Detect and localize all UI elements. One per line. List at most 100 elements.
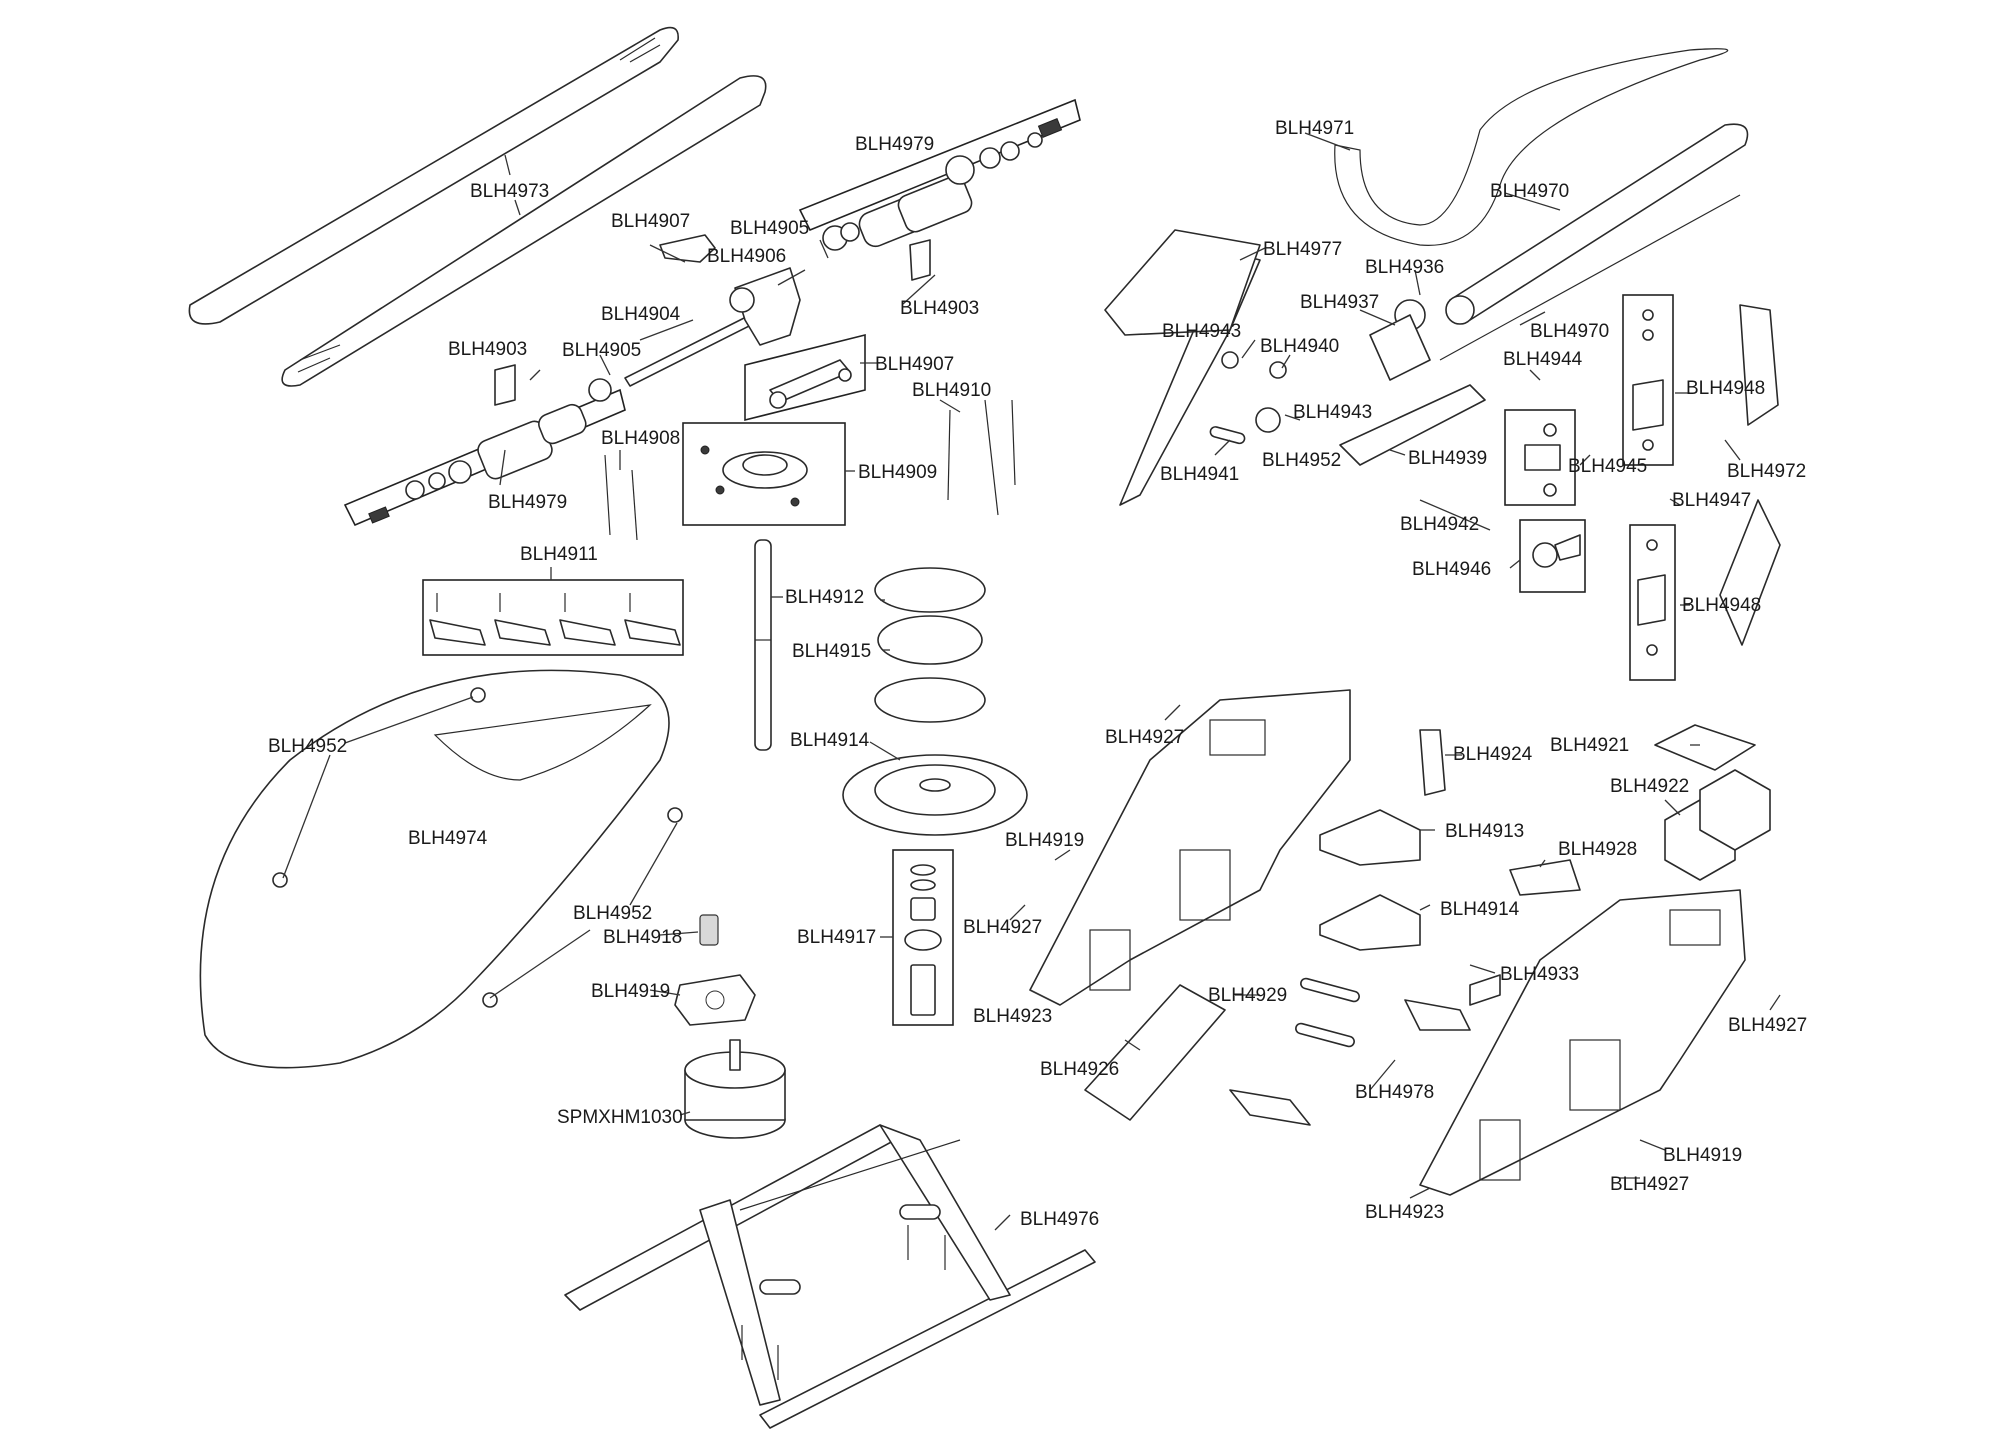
label-blh4952-tail: BLH4952	[1262, 450, 1341, 471]
label-blh4977: BLH4977	[1263, 239, 1342, 260]
label-blh4915: BLH4915	[792, 641, 871, 662]
pinion-gear	[699, 914, 719, 946]
label-blh4971: BLH4971	[1275, 118, 1354, 139]
label-spmxhm1030: SPMXHM1030	[557, 1107, 683, 1128]
frame-brackets	[1319, 729, 1581, 1006]
label-blh4933: BLH4933	[1500, 964, 1579, 985]
one-way-bearing-box	[892, 849, 954, 1026]
label-blh4924: BLH4924	[1453, 744, 1533, 765]
label-blh4936: BLH4936	[1365, 257, 1444, 278]
rotor-grip-assembly-bottom	[343, 378, 626, 527]
label-blh4946: BLH4946	[1412, 559, 1491, 580]
leader-lines	[282, 132, 1781, 1231]
tail-grip-box-top	[1622, 294, 1674, 466]
label-blh4945: BLH4945	[1568, 456, 1647, 477]
tail-boom	[1445, 123, 1749, 325]
tail-pushrod	[1439, 194, 1741, 361]
label-blh4979-top: BLH4979	[855, 134, 934, 155]
label-blh4921: BLH4921	[1550, 735, 1629, 756]
label-blh4972: BLH4972	[1727, 461, 1806, 482]
label-blh4919-motor: BLH4919	[591, 981, 670, 1002]
label-blh4944: BLH4944	[1503, 349, 1583, 370]
main-rotor-blade-lower	[281, 75, 767, 387]
label-blh4948-bottom: BLH4948	[1682, 595, 1761, 616]
label-blh4908: BLH4908	[601, 428, 680, 449]
rotor-head-block	[729, 267, 801, 346]
label-blh4927-a: BLH4927	[1105, 727, 1184, 748]
label-blh4914-bracket: BLH4914	[1440, 899, 1520, 920]
label-blh4947: BLH4947	[1672, 490, 1751, 511]
tail-hub-box	[1504, 409, 1576, 506]
label-blh4919-right: BLH4919	[1663, 1145, 1742, 1166]
label-blh4905-top: BLH4905	[730, 218, 809, 239]
label-blh4919-frame: BLH4919	[1005, 830, 1084, 851]
label-blh4973: BLH4973	[470, 181, 549, 202]
linkage-rods-4910	[947, 399, 1016, 516]
label-blh4923-left: BLH4923	[973, 1006, 1052, 1027]
label-blh4909: BLH4909	[858, 462, 937, 483]
washout-arms	[494, 234, 931, 406]
vertical-fin	[1104, 229, 1261, 506]
label-blh4942: BLH4942	[1400, 514, 1479, 535]
part-labels: BLH4973 BLH4979 BLH4979 BLH4907 BLH4907 …	[268, 118, 1807, 1230]
tail-case-assembly	[1209, 299, 1486, 466]
label-blh4903-left: BLH4903	[448, 339, 527, 360]
label-blh4927-d: BLH4927	[1610, 1174, 1689, 1195]
main-rotor-blade-upper	[188, 26, 679, 325]
label-blh4912: BLH4912	[785, 587, 864, 608]
label-blh4979-bottom: BLH4979	[488, 492, 567, 513]
label-blh4941: BLH4941	[1160, 464, 1239, 485]
label-blh4928: BLH4928	[1558, 839, 1637, 860]
label-blh4952-top: BLH4952	[268, 736, 347, 757]
label-blh4937: BLH4937	[1300, 292, 1379, 313]
swashplate-box	[682, 422, 846, 526]
label-blh4974: BLH4974	[408, 828, 488, 849]
motor	[684, 1039, 786, 1139]
main-shaft	[754, 539, 772, 751]
label-blh4907-mid: BLH4907	[875, 354, 954, 375]
label-blh4952-bottom: BLH4952	[573, 903, 652, 924]
label-blh4914-gear: BLH4914	[790, 730, 870, 751]
label-blh4922: BLH4922	[1610, 776, 1689, 797]
label-blh4918: BLH4918	[603, 927, 682, 948]
label-blh4940: BLH4940	[1260, 336, 1339, 357]
label-blh4939: BLH4939	[1408, 448, 1487, 469]
side-frame-right	[1419, 889, 1746, 1196]
landing-gear	[564, 1124, 1096, 1429]
side-frame-left	[1029, 689, 1351, 1006]
main-gear-assembly	[842, 567, 1028, 836]
canopy	[199, 669, 683, 1069]
label-blh4926: BLH4926	[1040, 1059, 1119, 1080]
label-blh4943-mid: BLH4943	[1293, 402, 1372, 423]
frame-spacers	[1229, 977, 1471, 1126]
label-blh4927-c: BLH4927	[1728, 1015, 1807, 1036]
tail-grip-box-bottom	[1629, 524, 1676, 681]
label-blh4910: BLH4910	[912, 380, 991, 401]
tail-blades	[1719, 304, 1781, 646]
label-blh4911: BLH4911	[520, 544, 598, 565]
label-blh4913: BLH4913	[1445, 821, 1524, 842]
main-frame-plate	[1654, 724, 1771, 881]
label-blh4906: BLH4906	[707, 246, 786, 267]
label-blh4948-top: BLH4948	[1686, 378, 1765, 399]
battery-tray	[1084, 984, 1226, 1121]
label-blh4903-top: BLH4903	[900, 298, 979, 319]
label-blh4923-right: BLH4923	[1365, 1202, 1444, 1223]
linkage-rods-4908	[604, 454, 638, 541]
label-blh4970-boom: BLH4970	[1490, 181, 1569, 202]
tail-pitch-slider-box	[1519, 519, 1586, 593]
label-blh4904: BLH4904	[601, 304, 681, 325]
label-blh4978: BLH4978	[1355, 1082, 1434, 1103]
servo-arm-box	[422, 579, 684, 656]
tail-belt	[1334, 48, 1729, 246]
label-blh4905-left: BLH4905	[562, 340, 641, 361]
label-blh4970-rod: BLH4970	[1530, 321, 1609, 342]
label-blh4917: BLH4917	[797, 927, 876, 948]
label-blh4976: BLH4976	[1020, 1209, 1099, 1230]
motor-mount	[674, 974, 756, 1026]
label-blh4943-top: BLH4943	[1162, 321, 1241, 342]
label-blh4927-b: BLH4927	[963, 917, 1042, 938]
label-blh4907-top: BLH4907	[611, 211, 690, 232]
washout-assembly-box	[744, 333, 866, 422]
